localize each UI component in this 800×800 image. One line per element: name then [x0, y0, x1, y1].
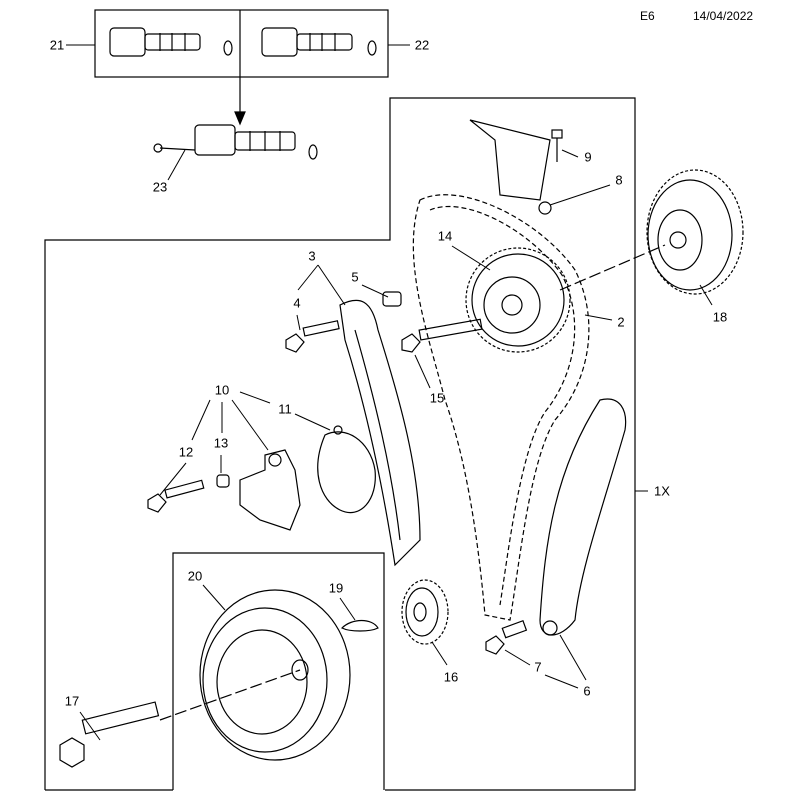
fixed-guide — [539, 398, 627, 636]
callout-4: 4 — [293, 295, 301, 311]
callout-9: 9 — [584, 149, 592, 165]
callout-3: 3 — [308, 248, 316, 264]
callout-17: 17 — [64, 693, 80, 709]
washer-13 — [216, 474, 230, 488]
solenoid-21 — [109, 27, 233, 57]
callout-18: 18 — [712, 309, 728, 325]
leader-lines — [66, 44, 713, 741]
camshaft-phaser — [646, 169, 744, 295]
callout-6: 6 — [583, 683, 591, 699]
solenoid-installed — [153, 124, 318, 160]
callout-19: 19 — [328, 580, 344, 596]
solenoid-22 — [261, 27, 377, 57]
tensioner-guide — [339, 299, 421, 567]
pulley-frame — [172, 552, 385, 790]
woodruff-key — [340, 619, 379, 632]
diagram-date: 14/04/2022 — [693, 9, 754, 23]
tensioner-gasket — [317, 425, 376, 514]
timing-chain-inner — [429, 205, 576, 606]
bolt-7 — [485, 620, 528, 655]
bolt-4 — [285, 320, 340, 353]
solenoid-variants-frame — [94, 9, 389, 78]
callout-11: 11 — [278, 401, 292, 417]
callout-23: 23 — [152, 179, 168, 195]
callout-2: 2 — [617, 314, 625, 330]
callout-14: 14 — [437, 228, 453, 244]
arrow-head — [234, 111, 246, 126]
callout-15: 15 — [429, 390, 445, 406]
pin-5 — [382, 291, 402, 307]
pulley-axis — [159, 669, 301, 721]
callout-20: 20 — [187, 568, 203, 584]
timing-chain — [412, 194, 590, 621]
kit-frame — [44, 97, 636, 791]
crankshaft-pulley — [199, 589, 351, 761]
crank-sprocket — [401, 579, 449, 645]
callout-10: 10 — [214, 382, 230, 398]
callout-21: 21 — [49, 37, 65, 53]
callout-1x: 1X — [654, 483, 670, 499]
bolt-9 — [551, 129, 563, 162]
section-code: E6 — [640, 9, 655, 23]
callout-8: 8 — [615, 172, 623, 188]
bolt-15 — [401, 318, 483, 353]
callout-5: 5 — [351, 269, 359, 285]
camshaft-sprocket — [465, 247, 571, 353]
upper-guide — [469, 119, 552, 215]
chain-tensioner — [239, 449, 301, 531]
callout-13: 13 — [213, 435, 229, 451]
callout-12: 12 — [178, 444, 194, 460]
axis-line — [559, 244, 666, 291]
bolt-12 — [147, 479, 205, 513]
callout-16: 16 — [443, 669, 459, 685]
callout-7: 7 — [534, 659, 542, 675]
bolt-17 — [59, 701, 160, 768]
callout-22: 22 — [414, 37, 430, 53]
